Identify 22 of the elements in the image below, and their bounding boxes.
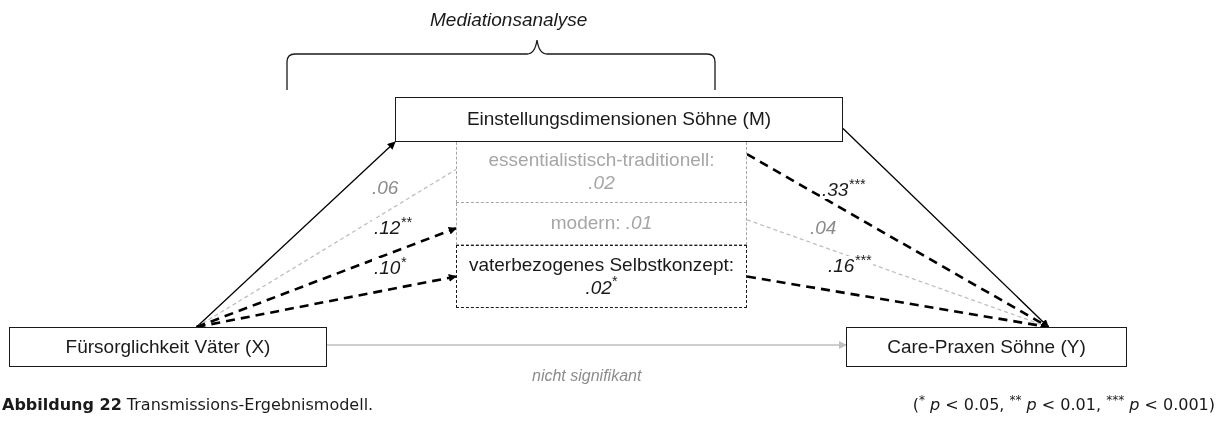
edge-label: .06	[370, 178, 401, 197]
edge-label: .10$^{*}$	[372, 258, 408, 277]
variable-box: Care-Praxen Söhne (Y)	[846, 327, 1127, 367]
variable-box: Fürsorglichkeit Väter (X)	[9, 327, 327, 367]
arrow	[195, 141, 396, 328]
significance-note: ($^{*}$ p < 0.05, $^{**}$ p < 0.01, $^{***}$ p < 0.001)	[912, 393, 1215, 416]
arrow	[326, 341, 847, 349]
dimension-box: modern: .01	[456, 203, 747, 245]
edge-label: nicht signifikant	[530, 368, 644, 384]
brace-label: Mediationsanalyse	[430, 8, 588, 32]
arrow	[196, 227, 457, 329]
dimension-box: essentialistisch-traditionell: .02	[456, 142, 747, 203]
arrow	[842, 127, 1049, 328]
edge-label: .16$^{***}$	[826, 256, 874, 275]
edge-label: .04	[808, 218, 839, 237]
arrow	[196, 273, 457, 329]
edge-label: .12$^{**}$	[372, 218, 414, 237]
figure-caption: Abbildung 22 Transmissions-Ergebnismodell.	[2, 394, 374, 416]
dimension-box: vaterbezogenes Selbstkonzept: .02$^{*}$	[456, 245, 747, 308]
variable-box: Einstellungsdimensionen Söhne (M)	[395, 97, 843, 142]
arrow	[746, 153, 1049, 329]
edge-label: .33$^{***}$	[820, 180, 868, 199]
